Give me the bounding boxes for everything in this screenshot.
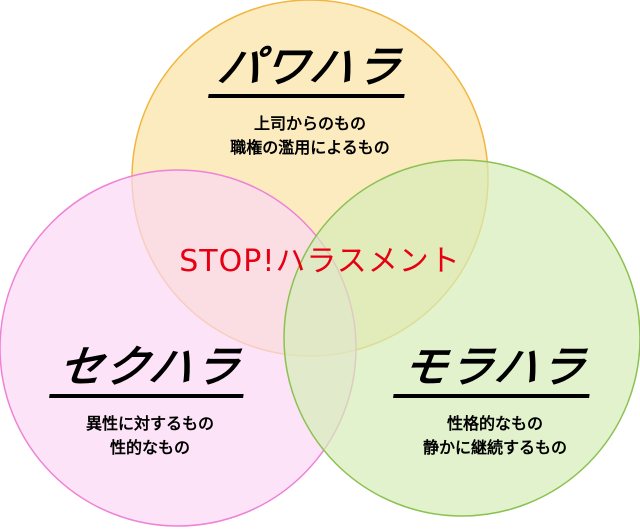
moral-harassment-line-2: 静かに継続するもの <box>422 438 567 457</box>
power-harassment-line-1: 上司からのもの <box>253 114 366 133</box>
moral-harassment-title: モラハラ <box>393 342 597 398</box>
moral-harassment-circle <box>283 159 640 517</box>
power-harassment-label: パワハラ <box>160 42 460 98</box>
sexual-harassment-label: セクハラ <box>0 342 300 398</box>
stop-harassment-label: STOP!ハラスメント <box>179 244 461 279</box>
moral-harassment-label: モラハラ <box>350 342 640 398</box>
sexual-harassment-title: セクハラ <box>49 342 251 398</box>
moral-harassment-description: 性格的なもの 静かに継続するもの <box>350 412 640 460</box>
moral-harassment-line-1: 性格的なもの <box>446 414 543 433</box>
sexual-harassment-description: 異性に対するもの 性的なもの <box>0 412 300 460</box>
sexual-harassment-line-1: 異性に対するもの <box>85 414 214 433</box>
power-harassment-description: 上司からのもの 職権の濫用によるもの <box>160 112 460 160</box>
sexual-harassment-line-2: 性的なもの <box>109 438 190 457</box>
power-harassment-line-2: 職権の濫用によるもの <box>230 138 390 157</box>
power-harassment-title: パワハラ <box>208 42 412 98</box>
